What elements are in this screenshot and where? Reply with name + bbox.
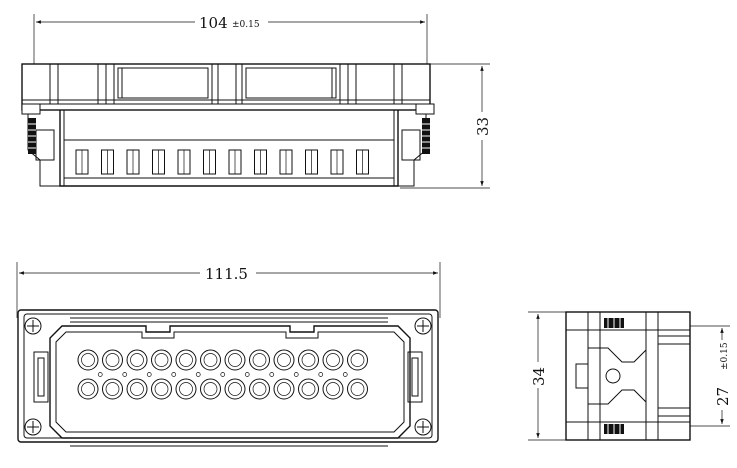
- dim-104-tolerance: ±0.15: [232, 20, 260, 30]
- coding-dot: [97, 372, 103, 377]
- corner-screws: [24, 317, 432, 436]
- side-view: 34 27 ±0.15: [528, 311, 732, 441]
- contact-hole-inner: [326, 353, 340, 367]
- contact-hole: [347, 349, 368, 371]
- coding-dot: [171, 372, 177, 377]
- contact-hole-inner: [301, 353, 316, 367]
- contact-hole: [224, 378, 246, 400]
- coding-dot: [318, 372, 324, 377]
- contact-hole-inner: [154, 382, 169, 396]
- dimension-34: 34: [528, 311, 566, 441]
- contact-hole-inner: [228, 382, 242, 396]
- contact-hole: [298, 378, 319, 400]
- contact-hole-inner: [203, 382, 218, 396]
- contact-hole: [175, 378, 197, 400]
- contact-hole: [322, 378, 344, 400]
- coding-dot: [220, 372, 226, 377]
- contact-hole-inner: [252, 382, 267, 396]
- contact-hole: [273, 349, 295, 371]
- contact-hole: [322, 349, 344, 371]
- dim-33-value: 33: [474, 117, 492, 136]
- contact-hole: [175, 349, 197, 371]
- dimension-111-5: 111.5: [16, 262, 441, 318]
- contact-hole-inner: [179, 353, 193, 367]
- contact-hole-inner: [350, 353, 365, 367]
- contact-hole-inner: [301, 382, 316, 396]
- dim-111-5-value: 111.5: [205, 265, 248, 283]
- contact-hole-inner: [203, 353, 218, 367]
- contact-hole-inner: [350, 382, 365, 396]
- contact-hole: [126, 349, 148, 371]
- top-housing: [21, 63, 435, 187]
- contact-hole: [249, 378, 270, 400]
- contact-hole-inner: [154, 353, 169, 367]
- contact-hole-inner: [130, 382, 144, 396]
- contact-hole-inner: [105, 353, 120, 367]
- coding-dot: [293, 372, 299, 377]
- contact-hole: [151, 349, 172, 371]
- contact-hole: [102, 378, 123, 400]
- coding-dot: [269, 372, 275, 377]
- contact-holes: [77, 349, 368, 400]
- contact-hole-inner: [277, 382, 291, 396]
- contact-hole: [151, 378, 172, 400]
- contact-hole-inner: [228, 353, 242, 367]
- coding-dot: [244, 372, 250, 377]
- contact-hole-inner: [105, 382, 120, 396]
- dim-34-value: 34: [530, 367, 548, 386]
- dim-104-value: 104: [199, 14, 228, 32]
- contact-hole: [200, 378, 221, 400]
- dimension-27: 27 ±0.15: [690, 325, 732, 427]
- contact-hole-inner: [81, 382, 95, 396]
- contact-hole: [77, 378, 99, 400]
- contact-hole-inner: [179, 382, 193, 396]
- front-view: 111.5: [16, 262, 441, 447]
- dimension-33: 33: [400, 63, 492, 189]
- contact-hole-inner: [252, 353, 267, 367]
- contact-hole-inner: [81, 353, 95, 367]
- contact-hole: [273, 378, 295, 400]
- contact-hole: [298, 349, 319, 371]
- dim-27-value: 27: [714, 387, 732, 406]
- top-terminals: [75, 149, 369, 175]
- contact-hole: [102, 349, 123, 371]
- contact-hole: [200, 349, 221, 371]
- contact-hole: [224, 349, 246, 371]
- contact-hole: [77, 349, 99, 371]
- contact-hole-inner: [326, 382, 340, 396]
- dim-27-tolerance: ±0.15: [720, 342, 730, 370]
- coding-dot: [342, 372, 348, 377]
- dimension-104: 104 ±0.15: [33, 14, 428, 64]
- top-view: 104 ±0.15 33: [21, 14, 492, 189]
- coding-dot: [146, 372, 152, 377]
- coding-dot: [195, 372, 201, 377]
- contact-hole: [126, 378, 148, 400]
- contact-hole-inner: [130, 353, 144, 367]
- coding-dot: [122, 372, 128, 377]
- contact-hole-inner: [277, 353, 291, 367]
- contact-hole: [249, 349, 270, 371]
- contact-hole: [347, 378, 368, 400]
